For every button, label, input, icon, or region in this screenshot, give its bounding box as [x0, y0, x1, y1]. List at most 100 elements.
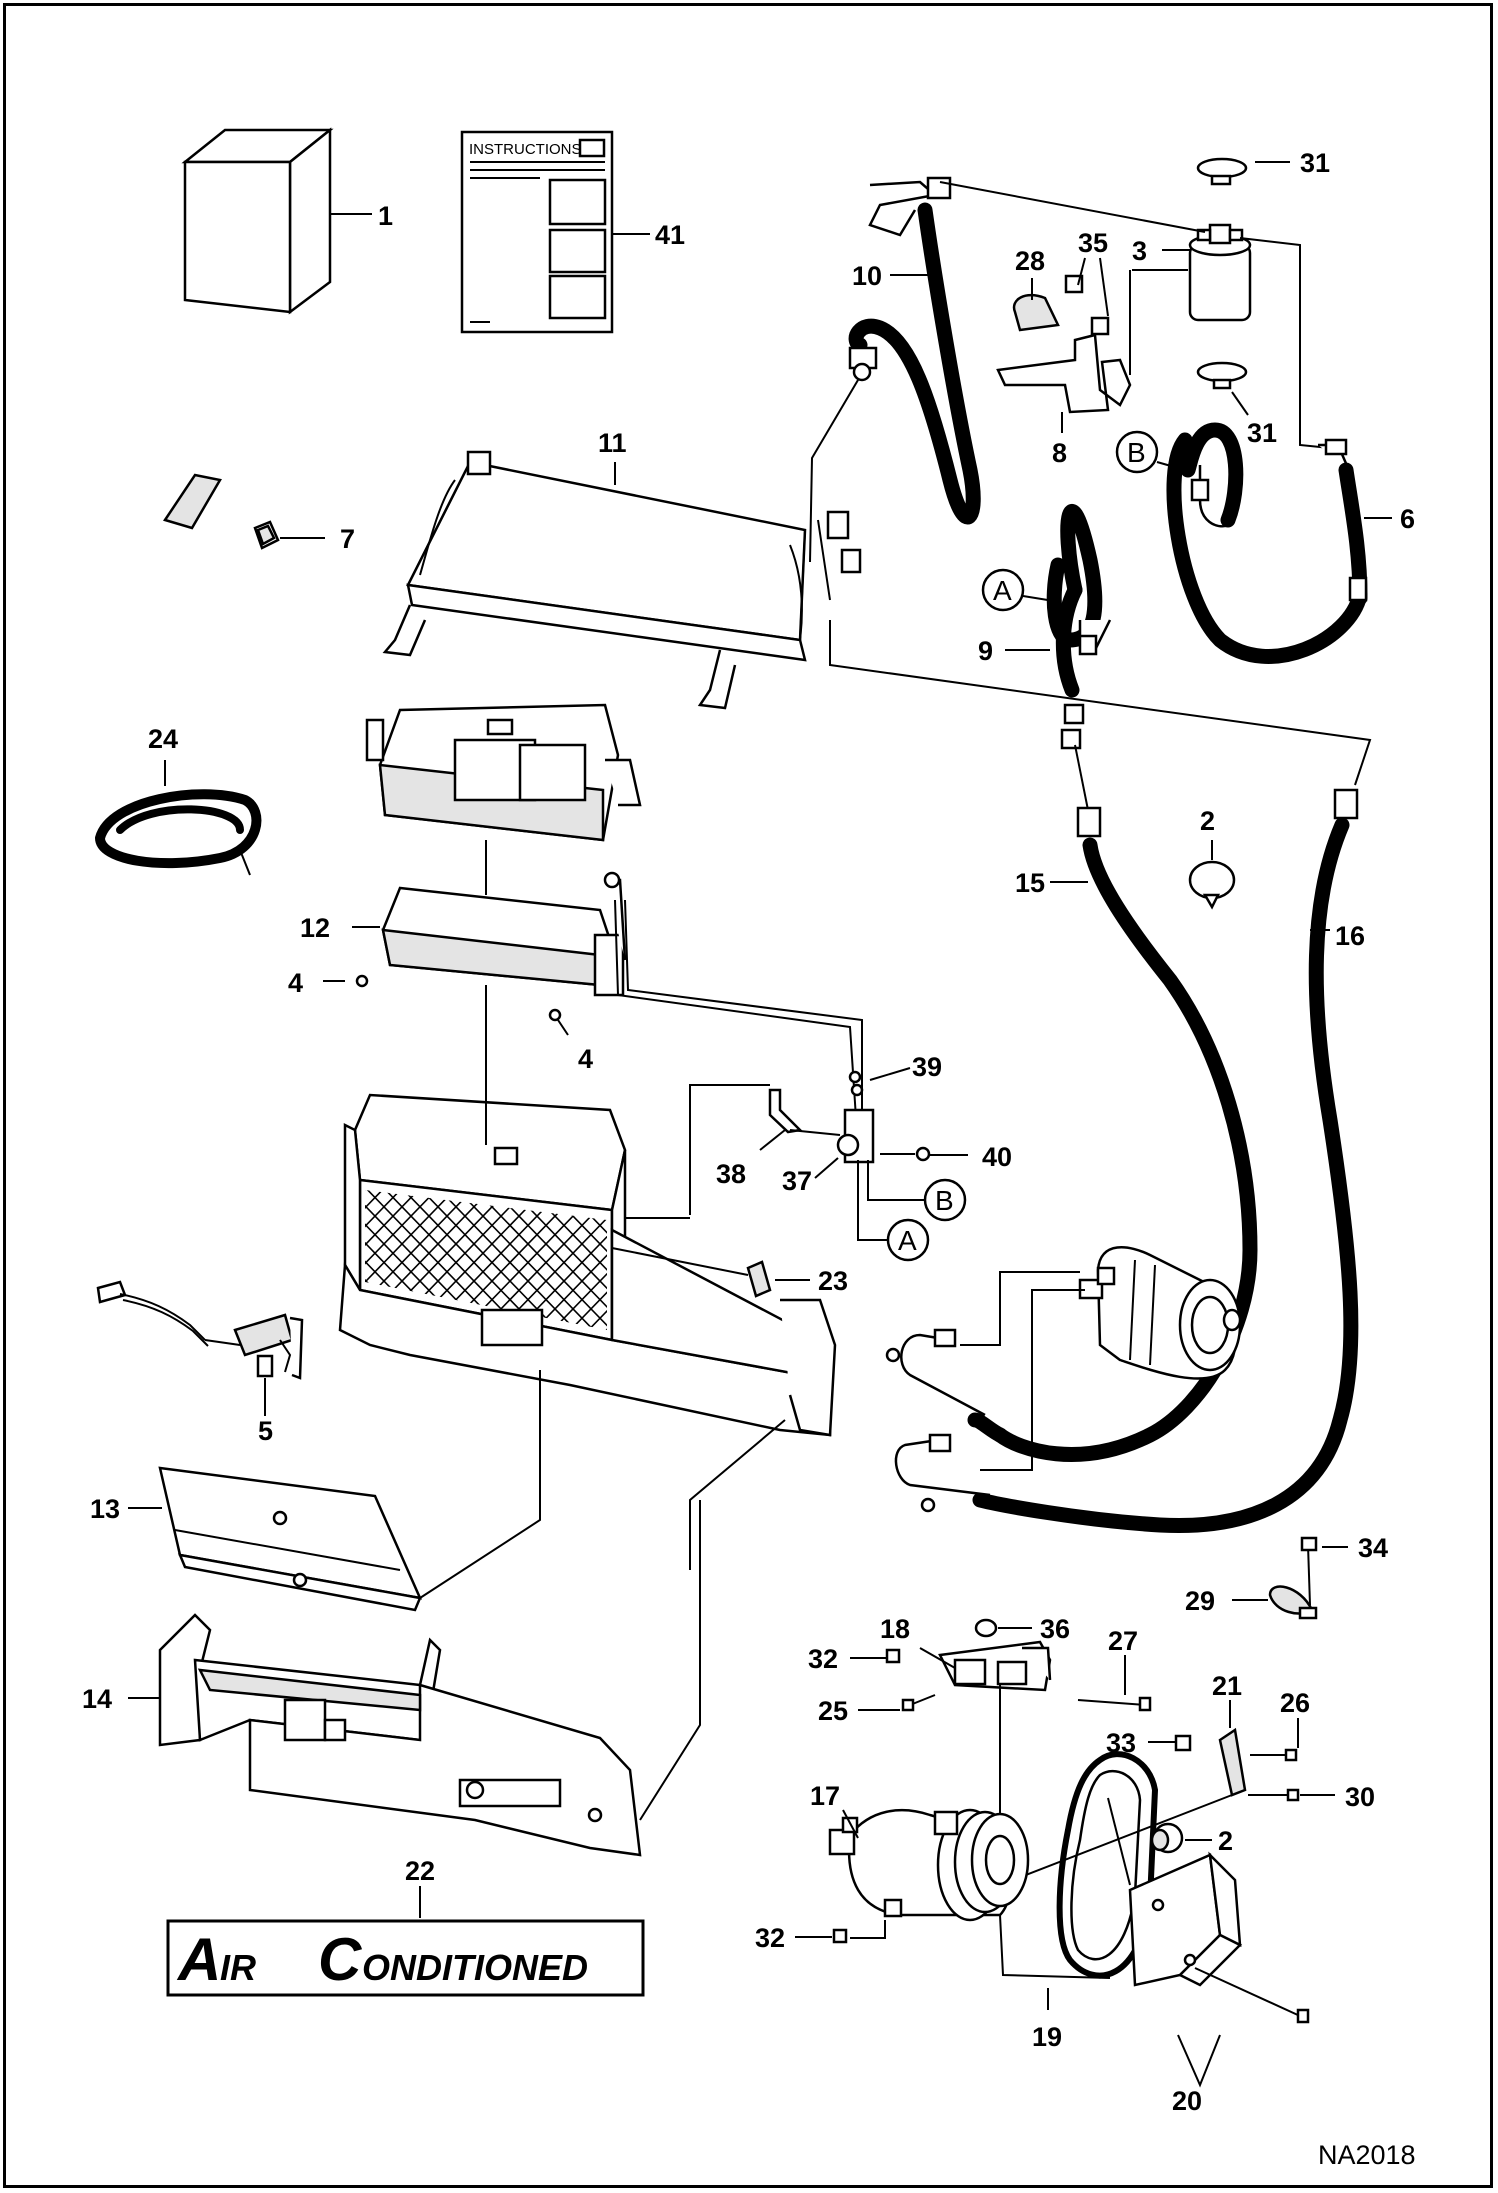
- part-base-tray-14: [158, 1613, 642, 1857]
- callout-7: 7: [340, 524, 355, 554]
- mesh-strand: [573, 1190, 607, 1330]
- part-valve-37: [836, 1070, 931, 1164]
- callout-36: 36: [1040, 1614, 1070, 1644]
- callout-25: 25: [818, 1696, 848, 1726]
- callout-13: 13: [90, 1494, 120, 1524]
- circle-label-b-bottom: B: [935, 1185, 954, 1216]
- mesh-strand: [365, 1190, 483, 1330]
- callout-41: 41: [655, 220, 685, 250]
- mesh-strand: [537, 1190, 607, 1330]
- part-sensor-5: [96, 1280, 304, 1380]
- callout-21: 21: [1212, 1671, 1242, 1701]
- circle-label-a-top: A: [993, 575, 1012, 606]
- mesh-strand: [365, 1190, 429, 1330]
- part-compressor-upper: [1078, 1246, 1242, 1380]
- part-hose-16: [972, 788, 1359, 1534]
- mesh-strand: [365, 1190, 411, 1330]
- part-hose-15: [967, 806, 1258, 1462]
- part-ring-2-top: [1188, 860, 1236, 910]
- part-hose-10: [848, 176, 981, 525]
- callout-6: 6: [1400, 504, 1415, 534]
- part-bracket-18: [938, 1640, 1052, 1692]
- callout-10: 10: [852, 261, 882, 291]
- callout-16: 16: [1335, 921, 1365, 951]
- callout-23: 23: [818, 1266, 848, 1296]
- part-base-frame: [338, 1227, 837, 1437]
- part-heater-core: [381, 871, 627, 1022]
- mesh-strand: [844, 1180, 1004, 1345]
- part-bolt-34: [1300, 1536, 1318, 1606]
- callout-5: 5: [258, 1416, 273, 1446]
- decal-small-ir: IR: [220, 1947, 256, 1988]
- part-switch-clip: [163, 473, 280, 550]
- mesh-strand: [555, 1190, 607, 1330]
- part-nut-36: [974, 1618, 998, 1638]
- circle-label-a-bottom: A: [898, 1225, 917, 1256]
- callout-labels: 1 41 31 31 10 28 35 3 8 6 7 11 9 24 2 15…: [82, 148, 1415, 2116]
- decal-big-c: C: [318, 1926, 363, 1993]
- callout-12: 12: [300, 913, 330, 943]
- part-clip-23: [746, 1260, 772, 1298]
- callout-32-top: 32: [808, 1644, 838, 1674]
- callout-2-top: 2: [1200, 806, 1215, 836]
- part-nut-32-bottom: [832, 1928, 848, 1944]
- callout-24: 24: [148, 724, 178, 754]
- figure-id: NA2018: [1318, 2140, 1416, 2170]
- part-bolt-30: [1248, 1788, 1300, 1802]
- circle-label-b-top: B: [1127, 437, 1146, 468]
- part-compressor-lines: [885, 1328, 991, 1513]
- part-belt-19: [1056, 1751, 1159, 1979]
- callout-31-top: 31: [1300, 148, 1330, 178]
- callout-20: 20: [1172, 2086, 1202, 2116]
- callout-40: 40: [982, 1142, 1012, 1172]
- part-link-21: [1218, 1727, 1247, 1797]
- part-box: [181, 127, 334, 315]
- decal-big-a: A: [176, 1926, 221, 1993]
- callout-9: 9: [978, 636, 993, 666]
- diagram-frame: [3, 3, 1493, 2188]
- part-hose-6: [1318, 438, 1368, 606]
- callout-19: 19: [1032, 2022, 1062, 2052]
- part-hose-9: [1046, 504, 1112, 750]
- part-bolt-27: [1077, 1696, 1152, 1712]
- callout-4-right: 4: [578, 1044, 593, 1074]
- part-receiver-drier: [1188, 223, 1252, 322]
- mesh-strand: [124, 1180, 284, 1345]
- callout-38: 38: [716, 1159, 746, 1189]
- callout-33: 33: [1106, 1728, 1136, 1758]
- callout-14: 14: [82, 1684, 112, 1714]
- callout-30: 30: [1345, 1782, 1375, 1812]
- callout-3: 3: [1132, 236, 1147, 266]
- callout-35: 35: [1078, 228, 1108, 258]
- part-bracket-8: [996, 274, 1132, 414]
- mesh-strand: [844, 1180, 1004, 1345]
- callout-28: 28: [1015, 246, 1045, 276]
- part-panel-13: [158, 1466, 423, 1612]
- callout-27: 27: [1108, 1626, 1138, 1656]
- part-nut-32-top: [885, 1648, 901, 1664]
- callout-22: 22: [405, 1856, 435, 1886]
- part-instructions-booklet: INSTRUCTIONS: [460, 130, 614, 334]
- instructions-title: INSTRUCTIONS: [469, 141, 582, 158]
- part-condenser: [382, 450, 862, 710]
- part-coil-24: [95, 789, 262, 876]
- part-bracket-38: [768, 1088, 803, 1134]
- callout-1: 1: [378, 201, 393, 231]
- callout-11: 11: [598, 428, 627, 458]
- part-decal-22: A IR C ONDITIONED: [166, 1919, 645, 1997]
- part-ring-2-lower: [1150, 1822, 1184, 1854]
- callout-8: 8: [1052, 438, 1067, 468]
- part-clamp-top: [1196, 157, 1248, 186]
- callout-34: 34: [1358, 1533, 1388, 1563]
- callout-37: 37: [782, 1166, 812, 1196]
- circle-letter-labels: B A B A: [898, 437, 1146, 1256]
- mesh-strand: [365, 1190, 447, 1330]
- part-evaporator-top: [365, 703, 642, 842]
- callout-4-left: 4: [288, 968, 303, 998]
- mesh-strand: [178, 1180, 338, 1345]
- mesh-strand: [124, 1180, 284, 1345]
- part-bolt-26: [1250, 1748, 1298, 1762]
- part-clip-29: [1268, 1585, 1318, 1620]
- callout-18: 18: [880, 1614, 910, 1644]
- callout-29: 29: [1185, 1586, 1215, 1616]
